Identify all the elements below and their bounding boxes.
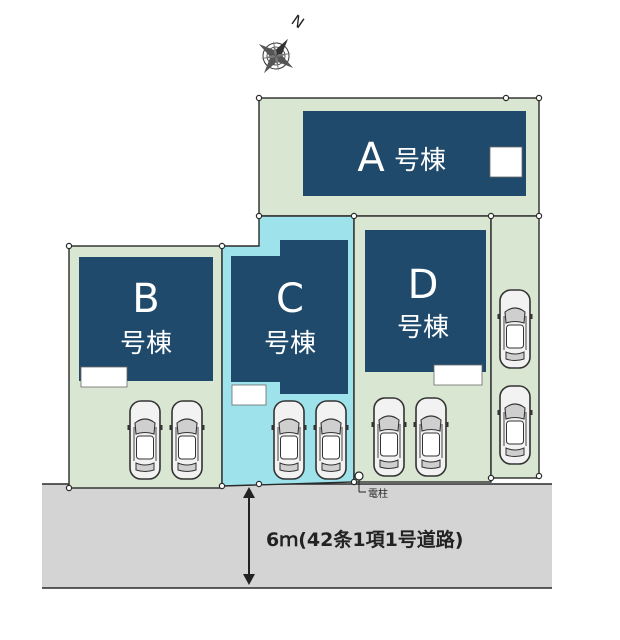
lot-d-entrance: [433, 364, 483, 386]
car-top-view-icon: [370, 397, 408, 477]
utility-pole-icon: [354, 471, 366, 493]
lot-d-letter: D: [408, 262, 439, 308]
lot-a-suffix: 号棟: [394, 146, 446, 176]
car-top-view-icon: [270, 400, 308, 480]
lot-b-entrance: [80, 366, 128, 388]
lot-b-letter: B: [132, 276, 159, 322]
lot-a-letter: A: [357, 135, 385, 181]
utility-pole-label: 電柱: [368, 487, 388, 500]
lot-c-house: [231, 240, 348, 394]
lot-c-entrance: [231, 384, 267, 406]
house-labels: A 号棟 B 号棟 C 号棟 D 号棟: [120, 135, 449, 359]
lot-b-suffix: 号棟: [120, 329, 172, 359]
compass-rose-icon: [258, 38, 294, 74]
car-top-view-icon: [412, 397, 450, 477]
road: [42, 484, 552, 588]
lot-c-letter: C: [276, 276, 304, 322]
car-top-view-icon: [126, 400, 164, 480]
north-letter: N: [288, 11, 308, 32]
boundary-markers: [65, 94, 543, 492]
lot-a-house: [303, 111, 526, 196]
car-top-view-icon: [496, 385, 534, 465]
lot-a-entrance: [489, 146, 523, 178]
lot-d-house: [365, 230, 486, 372]
lot-d-suffix: 号棟: [397, 313, 449, 343]
road-width-dimension: [243, 487, 255, 585]
car-top-view-icon: [496, 289, 534, 369]
car-top-view-icon: [168, 400, 206, 480]
lot-c-suffix: 号棟: [264, 329, 316, 359]
lot-b-house: [79, 257, 213, 381]
car-top-view-icon: [312, 400, 350, 480]
road-label: 6ｍ(42条1項1号道路): [266, 528, 463, 551]
